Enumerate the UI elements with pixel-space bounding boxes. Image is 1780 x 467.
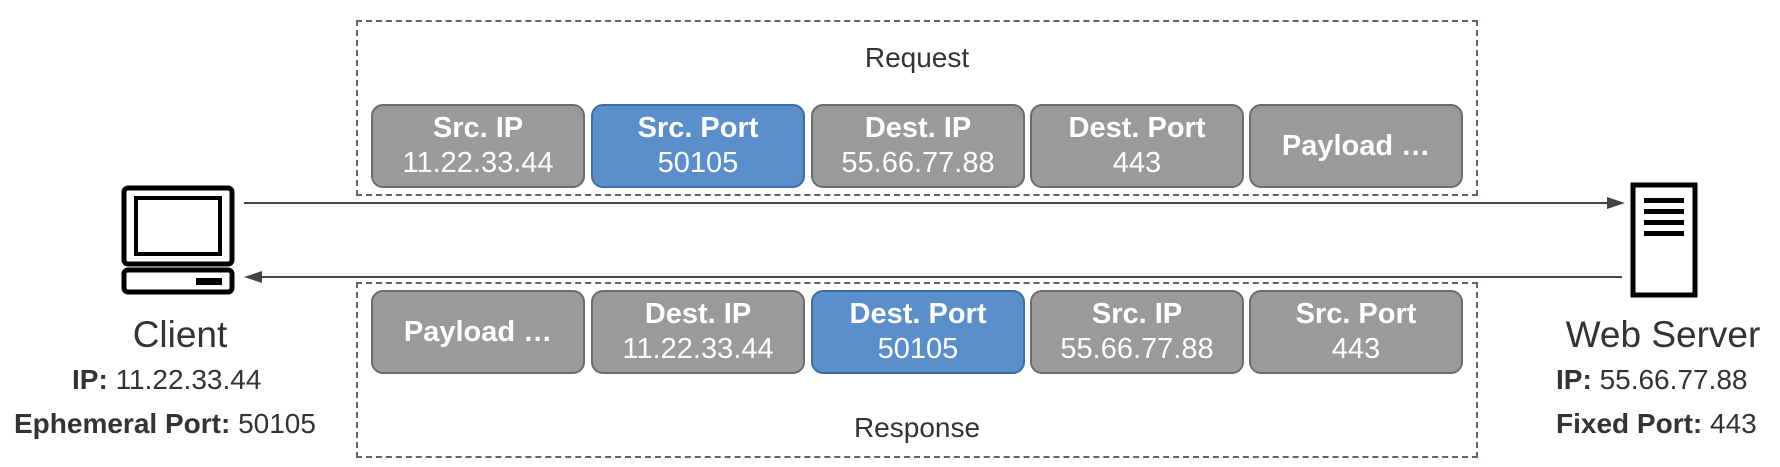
field-value: 50105 [657, 147, 739, 179]
response-field-src-ip: Src. IP 55.66.77.88 [1030, 290, 1244, 374]
field-title: Src. Port [1295, 298, 1417, 331]
server-ip-label: IP: [1556, 364, 1592, 395]
field-value: 443 [1331, 333, 1381, 365]
request-field-dest-port: Dest. Port 443 [1030, 104, 1244, 188]
response-field-payload: Payload … [371, 290, 585, 374]
client-title: Client [132, 314, 228, 355]
request-field-src-ip: Src. IP 11.22.33.44 [371, 104, 585, 188]
client-port-value: 50105 [238, 408, 316, 439]
server-port-value: 443 [1710, 408, 1757, 439]
field-title: Payload … [403, 315, 553, 348]
response-field-dest-port: Dest. Port 50105 [811, 290, 1025, 374]
request-field-dest-ip: Dest. IP 55.66.77.88 [811, 104, 1025, 188]
field-title: Dest. IP [864, 112, 972, 145]
response-field-dest-ip: Dest. IP 11.22.33.44 [591, 290, 805, 374]
response-panel: Response [356, 282, 1478, 458]
response-label: Response [853, 412, 981, 443]
client-port: Ephemeral Port: 50105 [14, 408, 316, 440]
client-ip-value: 11.22.33.44 [115, 364, 262, 395]
server-port: Fixed Port: 443 [1556, 408, 1757, 440]
client-ip: IP: 11.22.33.44 [72, 364, 261, 396]
request-field-src-port: Src. Port 50105 [591, 104, 805, 188]
server-port-label: Fixed Port: [1556, 408, 1703, 439]
server-title: Web Server [1565, 314, 1761, 355]
field-title: Src. Port [637, 112, 759, 145]
field-title: Dest. IP [644, 298, 752, 331]
field-title: Src. IP [1091, 298, 1183, 331]
field-value: 50105 [877, 333, 959, 365]
field-title: Dest. Port [849, 298, 987, 331]
field-value: 55.66.77.88 [841, 147, 995, 179]
computer-icon [121, 185, 235, 295]
request-arrowhead [1607, 197, 1625, 209]
field-value: 11.22.33.44 [402, 147, 554, 179]
response-arrowhead [244, 271, 262, 283]
request-label: Request [864, 42, 970, 73]
field-value: 11.22.33.44 [622, 333, 774, 365]
field-value: 55.66.77.88 [1060, 333, 1214, 365]
field-title: Dest. Port [1068, 112, 1206, 145]
field-value: 443 [1112, 147, 1162, 179]
field-title: Payload … [1281, 129, 1431, 162]
client-port-label: Ephemeral Port: [14, 408, 231, 439]
server-ip-value: 55.66.77.88 [1599, 364, 1748, 395]
field-title: Src. IP [432, 112, 524, 145]
request-panel: Request [356, 20, 1478, 196]
server-ip: IP: 55.66.77.88 [1556, 364, 1747, 396]
response-field-src-port: Src. Port 443 [1249, 290, 1463, 374]
server-icon [1630, 182, 1698, 298]
client-ip-label: IP: [72, 364, 108, 395]
request-field-payload: Payload … [1249, 104, 1463, 188]
